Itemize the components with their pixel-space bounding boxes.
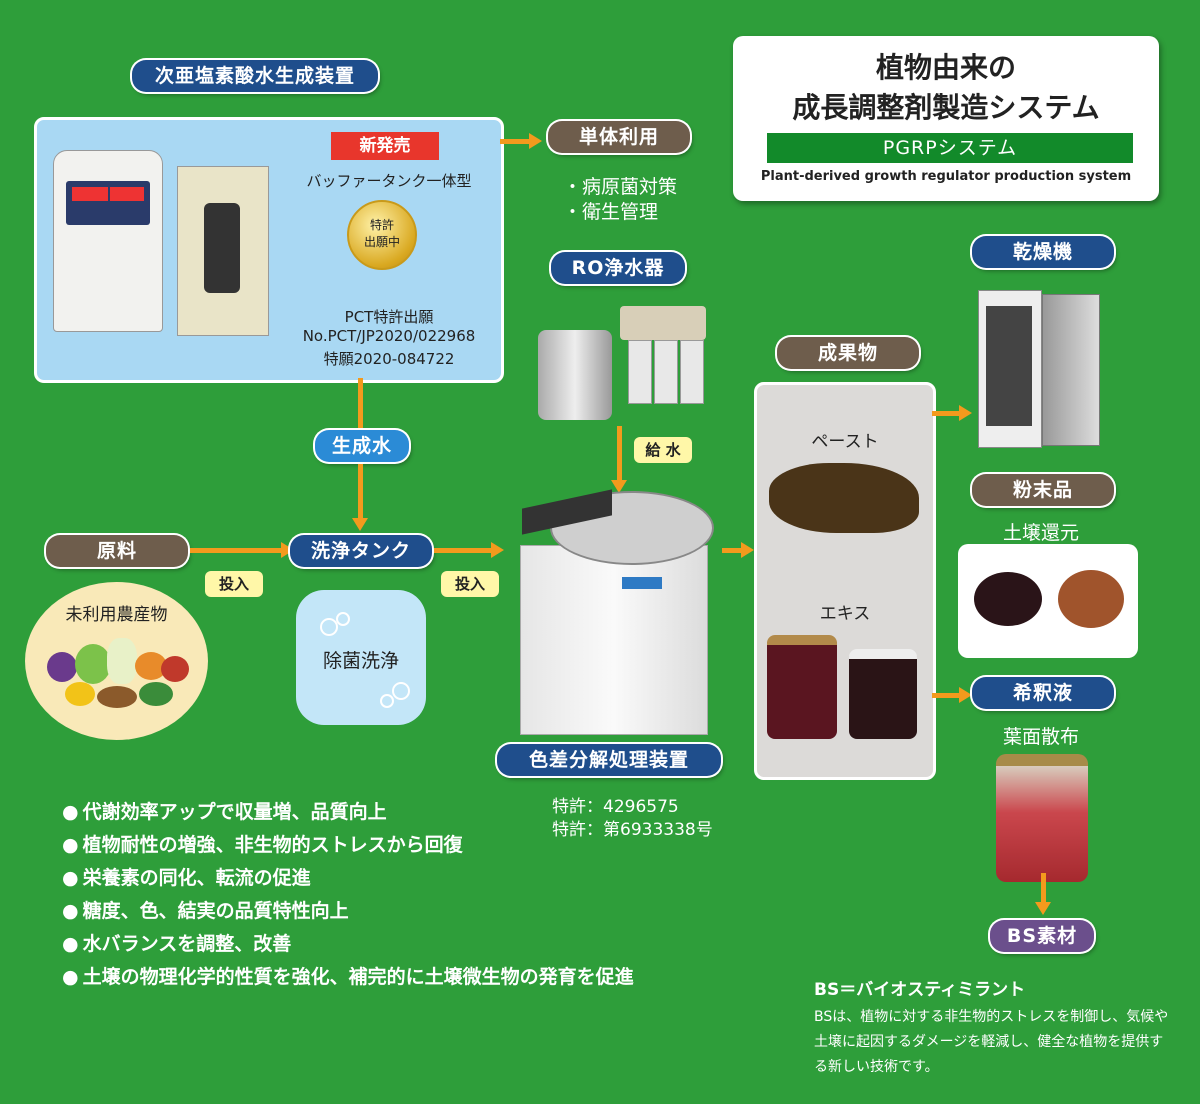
raw-material-label: 原料: [46, 535, 188, 567]
generator-unit-image: [53, 150, 163, 332]
paste-label: ペースト: [811, 432, 879, 452]
wash-bubble: 除菌洗浄: [296, 590, 426, 725]
bs-label: BS素材: [990, 920, 1094, 952]
generator-box: 新発売 バッファータンク一体型 特許 出願中 PCT特許出願 No.PCT/JP…: [34, 117, 504, 383]
arrow-to-wash-tank: [352, 464, 368, 531]
patent-seal-line-1: 特許: [369, 218, 394, 232]
products-label: 成果物: [777, 337, 919, 369]
bs-definition-body: BSは、植物に対する非生物的ストレスを制御し、気候や土壌に起因するダメージを軽減…: [814, 1009, 1169, 1075]
diluted-sub: 葉面散布: [1003, 726, 1080, 748]
pct-number: No.PCT/JP2020/022968: [302, 327, 476, 345]
ro-purifier-image: [530, 300, 710, 425]
generated-water-label: 生成水: [315, 430, 409, 462]
benefit-item: 植物耐性の増強、非生物的ストレスから回復: [62, 829, 634, 862]
raw-material-circle: 未利用農産物: [25, 582, 208, 740]
buffer-tank-image: [177, 166, 269, 336]
pct-application: PCT特許出願: [344, 308, 434, 326]
decomposer-label: 色差分解処理装置: [497, 744, 721, 776]
benefit-item: 糖度、色、結実の品質特性向上: [62, 895, 634, 928]
extract-label: エキス: [819, 604, 871, 624]
arrow-products-to-diluted: [932, 687, 972, 703]
title-line-2: 成長調整剤製造システム: [792, 91, 1100, 124]
benefits-list: 代謝効率アップで収量増、品質向上 植物耐性の増強、非生物的ストレスから回復 栄養…: [62, 796, 634, 994]
single-use-item-2: ・衛生管理: [563, 201, 659, 223]
patent-seal-line-2: 出願中: [363, 235, 400, 249]
patent-pending-seal: 特許 出願中: [347, 200, 417, 270]
new-badge: 新発売: [331, 132, 439, 160]
buffer-tank-note: バッファータンク一体型: [306, 172, 472, 190]
wash-tank-label: 洗浄タンク: [290, 535, 432, 567]
arrow-raw-to-tank: [190, 542, 294, 558]
extract-jar-2: [849, 649, 917, 739]
benefit-item: 土壌の物理化学的性質を強化、補完的に土壌微生物の発育を促進: [62, 961, 634, 994]
powder-sub: 土壌還元: [1003, 522, 1080, 544]
dryer-image: [978, 290, 1102, 450]
wash-bubble-text: 除菌洗浄: [322, 650, 399, 672]
line-generator-down: [358, 378, 363, 430]
arrow-decomposer-to-products: [722, 542, 754, 558]
powder-image: [958, 544, 1138, 658]
jp-application-number: 特願2020-084722: [323, 350, 455, 368]
single-use-item-1: ・病原菌対策: [563, 176, 678, 198]
arrow-ro-supply: [611, 426, 627, 493]
bs-definition-title: BS＝バイオスティミラント: [814, 980, 1026, 1000]
input-tag-2: 投入: [441, 571, 499, 597]
supply-tag: 給 水: [634, 437, 692, 463]
dryer-label: 乾燥機: [972, 236, 1114, 268]
benefit-item: 代謝効率アップで収量増、品質向上: [62, 796, 634, 829]
title-subtitle: Plant-derived growth regulator productio…: [760, 169, 1132, 184]
benefit-item: 栄養素の同化、転流の促進: [62, 862, 634, 895]
input-tag-1: 投入: [205, 571, 263, 597]
title-box: 植物由来の 成長調整剤製造システム PGRPシステム Plant-derived…: [733, 36, 1159, 201]
arrow-to-bs: [1035, 873, 1051, 915]
generator-label: 次亜塩素酸水生成装置: [132, 60, 378, 92]
arrow-to-single-use: [500, 133, 542, 149]
diluted-label: 希釈液: [972, 677, 1114, 709]
arrow-products-to-dryer: [932, 405, 972, 421]
diluted-jar-image: [996, 754, 1088, 882]
raw-material-text: 未利用農産物: [65, 605, 168, 625]
benefit-item: 水バランスを調整、改善: [62, 928, 634, 961]
title-line-1: 植物由来の: [875, 51, 1016, 84]
title-band: PGRPシステム: [767, 133, 1133, 163]
single-use-label: 単体利用: [548, 121, 690, 153]
paste-image: [769, 463, 919, 533]
powder-label: 粉末品: [972, 474, 1114, 506]
arrow-tank-to-decomposer: [434, 542, 504, 558]
ro-label: RO浄水器: [551, 252, 685, 284]
products-box: ペースト エキス: [754, 382, 936, 780]
extract-jar-1: [767, 635, 837, 739]
decomposer-image: [510, 485, 720, 735]
